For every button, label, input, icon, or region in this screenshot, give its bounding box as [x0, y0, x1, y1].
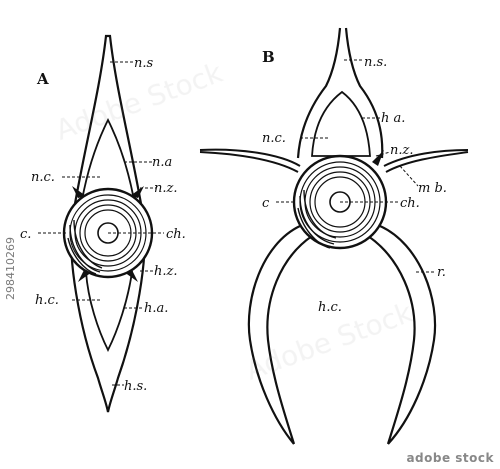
panel-b-label-nc: n.c. [262, 131, 286, 146]
panel-b-centrum-shading [297, 189, 337, 249]
panel-a-label-ch: ch. [166, 227, 186, 242]
panel-b-label-ch: ch. [400, 196, 420, 211]
panel-b-right-transverse-process [383, 149, 469, 173]
panel-a-outer-outline [70, 34, 146, 413]
panel-a-letter: A [36, 70, 49, 88]
stock-image-id: 298410269 [4, 237, 17, 300]
panel-b-leader-nz [375, 151, 391, 157]
panel-a-label-nc: n.c. [31, 170, 55, 185]
panel-b-neural-zygapophysis-right [372, 150, 384, 166]
panel-b-right-rib [367, 224, 437, 445]
panel-a-label-ha: h.a. [144, 301, 168, 316]
panel-a-label-hs: h.s. [124, 379, 147, 394]
panel-b-label-hc: h.c. [318, 300, 342, 315]
panel-a-label-nz: n.z. [154, 181, 178, 196]
panel-b-left-transverse-process [199, 148, 301, 173]
panel-b: B n.s. h a. n.c. n.z. m b. c ch. r. h.c. [199, 27, 469, 445]
panel-b-neural-arch-inner [311, 90, 371, 157]
stock-brand-logo: adobe stock [406, 451, 494, 465]
panel-b-label-mb: m b. [418, 181, 447, 196]
panel-b-label-ha: h a. [381, 111, 405, 126]
panel-a-neural-zygapophysis-left [72, 186, 86, 198]
panel-b-neural-arch-outer [296, 27, 384, 159]
panel-b-label-ns: n.s. [364, 55, 387, 70]
panel-a-neural-zygapophysis-right [130, 186, 144, 198]
panel-b-left-rib [247, 225, 313, 445]
panel-b-leader-mb [399, 165, 419, 187]
panel-b-label-c: c [262, 196, 270, 211]
panel-a: A n.s n.a n.c. n.z. c. ch. h.z. h.c. h.a… [20, 34, 186, 413]
panel-a-label-na: n.a [152, 155, 172, 170]
panel-a-label-hc: h.c. [35, 293, 59, 308]
panel-b-label-nz: n.z. [390, 143, 414, 158]
panel-a-haemal-arch-inner [85, 271, 134, 353]
panel-a-label-ns: n.s [134, 56, 154, 71]
panel-a-label-hz: h.z. [154, 264, 178, 279]
panel-b-label-r: r. [437, 265, 446, 280]
panel-a-label-c: c. [20, 227, 31, 242]
panel-a-centrum-shading [67, 219, 103, 275]
panel-b-letter: B [262, 48, 275, 66]
